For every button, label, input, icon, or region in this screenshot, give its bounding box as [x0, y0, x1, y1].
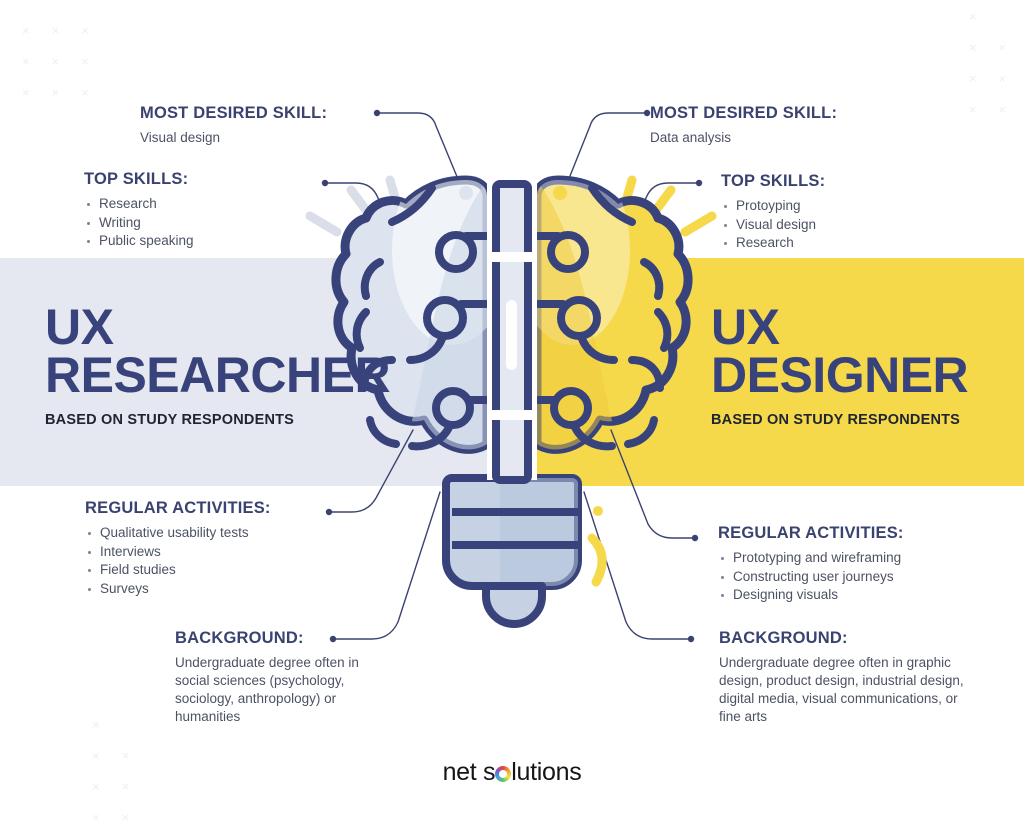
x-mark: ×: [51, 23, 60, 38]
x-mark: ×: [22, 54, 30, 69]
right-role-title: UX DESIGNER BASED ON STUDY RESPONDENTS: [711, 299, 969, 428]
right-title-caption: BASED ON STUDY RESPONDENTS: [711, 412, 961, 428]
left-regular-activities-block: REGULAR ACTIVITIES: Qualitative usabilit…: [85, 499, 355, 598]
right-title-line1: UX: [711, 299, 780, 355]
corner-marks-top-left: × × × × × × × × ×: [22, 24, 89, 99]
left-background-heading: BACKGROUND:: [175, 629, 304, 647]
x-mark: ×: [968, 102, 977, 117]
list-item: Surveys: [85, 580, 355, 599]
x-mark: ×: [92, 717, 100, 732]
right-regular-activities-block: REGULAR ACTIVITIES: Prototyping and wire…: [718, 524, 998, 605]
left-top-skills-heading: TOP SKILLS:: [84, 170, 189, 188]
left-title-line1: UX: [45, 299, 114, 355]
x-mark: ×: [92, 779, 100, 794]
left-regular-activities-heading: REGULAR ACTIVITIES:: [85, 499, 271, 517]
x-mark: ×: [121, 779, 130, 794]
list-item: Research: [84, 195, 314, 214]
left-background-block: BACKGROUND: Undergraduate degree often i…: [175, 629, 385, 726]
x-mark: ×: [81, 85, 89, 100]
list-item: Research: [721, 234, 951, 253]
x-mark: ×: [81, 23, 89, 38]
right-background-block: BACKGROUND: Undergraduate degree often i…: [719, 629, 974, 726]
right-top-skills-list: Protoyping Visual design Research: [721, 197, 951, 253]
net-solutions-logo: net s lutions: [0, 758, 1024, 787]
left-most-desired-skill-heading: MOST DESIRED SKILL:: [140, 104, 328, 122]
x-mark: ×: [968, 9, 977, 24]
x-mark: ×: [968, 71, 977, 86]
list-item: Prototyping and wireframing: [718, 549, 998, 568]
list-item: Designing visuals: [718, 586, 998, 605]
left-regular-activities-list: Qualitative usability tests Interviews F…: [85, 524, 355, 598]
right-top-skills-block: TOP SKILLS: Protoyping Visual design Res…: [721, 172, 951, 253]
right-most-desired-skill-value: Data analysis: [650, 130, 732, 145]
x-mark: ×: [51, 54, 60, 69]
list-item: Visual design: [721, 216, 951, 235]
right-background-heading: BACKGROUND:: [719, 629, 848, 647]
left-top-skills-block: TOP SKILLS: Research Writing Public spea…: [84, 170, 314, 251]
x-mark: ×: [121, 810, 130, 825]
list-item: Writing: [84, 214, 314, 233]
left-title-line2: RESEARCHER: [45, 347, 391, 403]
logo-text-right: lutions: [511, 758, 582, 786]
left-most-desired-skill-block: MOST DESIRED SKILL: Visual design: [140, 104, 390, 147]
right-background-value: Undergraduate degree often in graphic de…: [719, 655, 964, 724]
right-top-skills-heading: TOP SKILLS:: [721, 172, 826, 190]
logo-text-left: net s: [442, 758, 496, 786]
right-most-desired-skill-heading: MOST DESIRED SKILL:: [650, 104, 838, 122]
left-title-caption: BASED ON STUDY RESPONDENTS: [45, 412, 295, 428]
x-mark: ×: [22, 23, 30, 38]
left-top-skills-list: Research Writing Public speaking: [84, 195, 314, 251]
corner-marks-bottom-left: × × × × × × ×: [92, 718, 129, 824]
x-mark: ×: [92, 810, 100, 825]
x-mark: ×: [51, 85, 60, 100]
list-item: Public speaking: [84, 232, 314, 251]
list-item: Constructing user journeys: [718, 568, 998, 587]
x-mark: ×: [998, 102, 1006, 117]
x-mark: ×: [998, 40, 1006, 55]
right-most-desired-skill-block: MOST DESIRED SKILL: Data analysis: [650, 104, 930, 147]
x-mark: ×: [81, 54, 89, 69]
x-mark: ×: [998, 71, 1006, 86]
left-most-desired-skill-value: Visual design: [140, 130, 221, 145]
x-mark: ×: [22, 85, 30, 100]
list-item: Interviews: [85, 543, 355, 562]
right-regular-activities-list: Prototyping and wireframing Constructing…: [718, 549, 998, 605]
list-item: Field studies: [85, 561, 355, 580]
rainbow-ring-o-icon: [495, 766, 512, 782]
right-title-line2: DESIGNER: [711, 347, 969, 403]
right-regular-activities-heading: REGULAR ACTIVITIES:: [718, 524, 904, 542]
left-role-title: UX RESEARCHER BASED ON STUDY RESPONDENTS: [45, 299, 391, 428]
x-mark: ×: [121, 748, 130, 763]
x-mark: ×: [968, 40, 977, 55]
list-item: Qualitative usability tests: [85, 524, 355, 543]
list-item: Protoyping: [721, 197, 951, 216]
left-background-value: Undergraduate degree often in social sci…: [175, 655, 359, 724]
corner-marks-top-right: × × × × × × ×: [969, 10, 1006, 116]
x-mark: ×: [92, 748, 100, 763]
